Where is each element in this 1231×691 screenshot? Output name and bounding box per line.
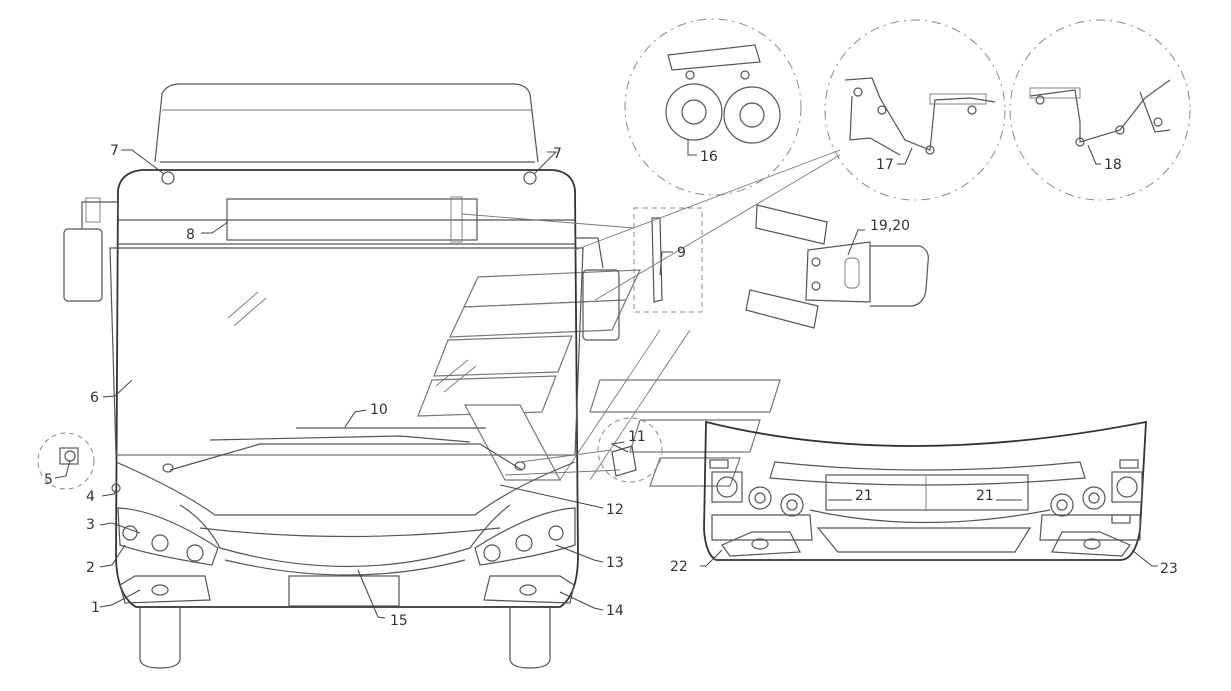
detail-handrail (745, 204, 929, 329)
callout-23: 23 (1160, 561, 1178, 577)
callout-18: 18 (1104, 157, 1122, 173)
detail-sign-bracket (633, 207, 703, 313)
bus-front-view (63, 83, 620, 669)
detail-horns (624, 18, 802, 196)
callout-22: 22 (670, 559, 688, 575)
callout-7-right: 7 (553, 146, 562, 162)
callout-5: 5 (44, 472, 53, 488)
callout-10: 10 (370, 402, 388, 418)
callout-19-20: 19,20 (870, 218, 910, 234)
leader-lines (54, 140, 1158, 619)
callout-9: 9 (677, 245, 686, 261)
callout-15: 15 (390, 613, 408, 629)
callout-12: 12 (606, 502, 624, 518)
detail-front-assembly (703, 420, 1147, 561)
callout-8: 8 (186, 227, 195, 243)
detail-lamp-11 (597, 417, 663, 483)
callout-4: 4 (86, 489, 95, 505)
callout-13: 13 (606, 555, 624, 571)
callout-6: 6 (90, 390, 99, 406)
callout-17: 17 (876, 157, 894, 173)
callout-21-right: 21 (976, 488, 994, 504)
callout-7-left: 7 (110, 143, 119, 159)
callout-21-left: 21 (855, 488, 873, 504)
callout-2: 2 (86, 560, 95, 576)
callout-16: 16 (700, 149, 718, 165)
callout-1: 1 (91, 600, 100, 616)
watermark-logo (417, 269, 781, 487)
callout-11: 11 (628, 429, 646, 445)
detail-bracket-17 (824, 19, 1006, 201)
detail-bracket-18 (1009, 19, 1191, 201)
callout-3: 3 (86, 517, 95, 533)
guide-lines (461, 149, 841, 476)
callout-14: 14 (606, 603, 624, 619)
callout-labels: 1 2 3 4 5 6 7 7 8 9 10 11 12 13 14 15 16… (44, 143, 1178, 629)
